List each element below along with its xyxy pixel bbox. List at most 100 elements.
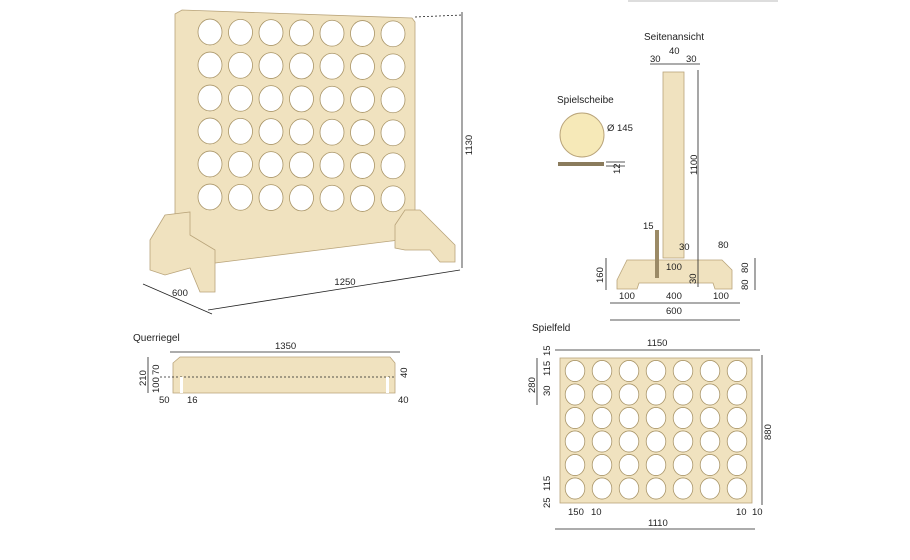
dim-length: 1350 [275, 341, 296, 352]
disc-side [558, 162, 604, 166]
dim-post-height: 1100 [689, 155, 700, 175]
hole [197, 183, 223, 211]
hole [564, 407, 586, 429]
hole [350, 20, 375, 47]
hole [726, 383, 748, 406]
hole [350, 86, 375, 113]
side-title: Seitenansicht [644, 32, 704, 43]
depth-label: 600 [172, 288, 188, 299]
field-title: Spielfeld [532, 323, 570, 334]
hole [564, 360, 586, 382]
hole [350, 53, 375, 80]
hole [726, 360, 748, 382]
hole [228, 117, 253, 145]
hole [380, 53, 406, 81]
hole [350, 152, 375, 179]
hole [228, 18, 253, 46]
disc-thickness: 12 [612, 163, 623, 174]
dim-height: 880 [763, 424, 774, 440]
hole [319, 184, 345, 212]
dim-top-mid: 40 [669, 46, 680, 57]
hole [672, 407, 694, 429]
field-holes [564, 360, 748, 500]
hole [591, 383, 613, 406]
hole [591, 477, 613, 500]
dim-base-total: 600 [666, 306, 682, 317]
hole [591, 360, 613, 382]
dim-post-offset: 30 [679, 242, 690, 253]
dim-280: 280 [527, 377, 538, 393]
dim-upper: 70 [151, 364, 162, 375]
dim-pitch-bottom: 115 [542, 476, 553, 491]
hole [564, 477, 586, 500]
dim-strip-right-b: 10 [752, 507, 763, 518]
dim-strip-right-a: 10 [736, 507, 747, 518]
hole [699, 383, 721, 406]
dim-slot-offset: 50 [159, 395, 170, 406]
hole [258, 19, 284, 46]
hole [350, 119, 375, 146]
hole [699, 407, 721, 429]
hole [645, 407, 667, 429]
dim-chamfer: 40 [399, 367, 410, 378]
dim-base-mid: 400 [666, 291, 682, 302]
hole [564, 454, 586, 476]
crossbar-slot-right [386, 377, 389, 393]
depth-dim [142, 283, 213, 315]
width-label: 1250 [334, 277, 355, 288]
hole [258, 151, 284, 178]
hole [289, 118, 314, 146]
dim-bottom-margin: 25 [542, 497, 553, 508]
left-foot [149, 211, 216, 293]
panel-holes [197, 18, 406, 213]
hole [618, 383, 640, 406]
hole [258, 52, 284, 79]
field-view: Spielfeld 1150 15 115 280 30 880 115 25 … [527, 323, 774, 530]
hole [591, 407, 613, 429]
hole [618, 407, 640, 429]
perspective-view: 1130 1250 600 [142, 9, 475, 315]
dim-slot-width: 16 [187, 395, 198, 406]
crossbar-slot-left [180, 377, 183, 393]
hole [672, 360, 694, 382]
hole [319, 52, 345, 80]
side-slot [655, 230, 659, 278]
hole [380, 86, 406, 114]
hole [726, 477, 748, 500]
hole [672, 383, 694, 406]
disc-title: Spielscheibe [557, 95, 614, 106]
hole [319, 85, 345, 113]
hole [289, 85, 314, 113]
dim-foot-height: 160 [595, 267, 606, 283]
hole [618, 430, 640, 453]
hole [258, 118, 284, 145]
hole [197, 150, 223, 178]
hole [228, 183, 253, 211]
hole [645, 430, 667, 453]
hole [319, 118, 345, 146]
hole [380, 119, 406, 147]
dim-height: 210 [138, 370, 149, 386]
dim-foot-top: 80 [718, 240, 729, 251]
hole [618, 477, 640, 500]
dim-foot-lower: 80 [740, 279, 751, 290]
disc-detail: Spielscheibe Ø 145 12 [557, 95, 633, 174]
hole [228, 150, 253, 178]
hole [228, 51, 253, 79]
hole [197, 117, 223, 145]
hole [726, 430, 748, 453]
dim-first-col: 150 [568, 507, 584, 518]
hole [319, 151, 345, 179]
dim-notch: 30 [688, 273, 699, 284]
hole [228, 84, 253, 112]
dim-slot: 15 [643, 221, 654, 232]
hole [289, 52, 314, 80]
side-base [616, 259, 733, 290]
disc-diameter: Ø 145 [607, 123, 633, 134]
hole [618, 454, 640, 476]
side-view: Seitenansicht 30 40 30 1100 15 30 100 30… [595, 32, 756, 321]
hole [258, 85, 284, 112]
dim-top-margin: 15 [542, 345, 553, 356]
dim-base-left: 100 [619, 291, 635, 302]
dim-top-left: 30 [650, 54, 661, 65]
